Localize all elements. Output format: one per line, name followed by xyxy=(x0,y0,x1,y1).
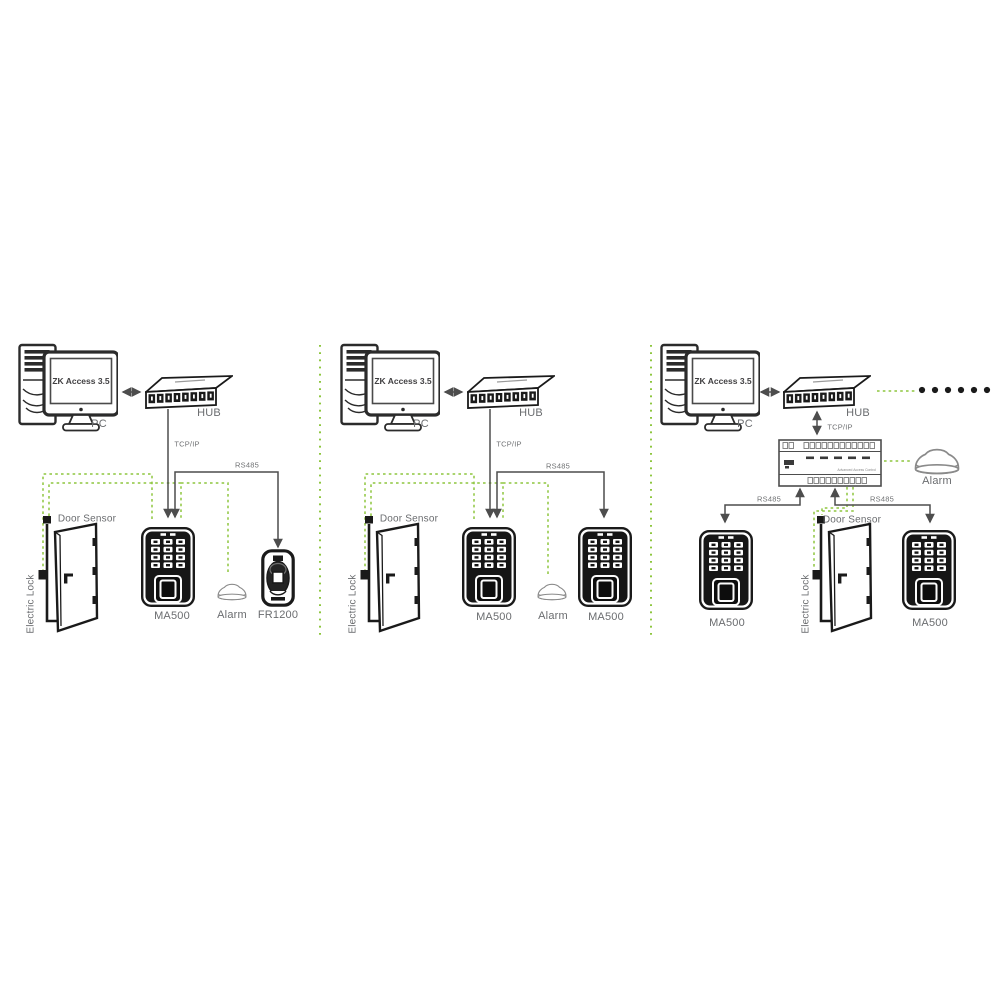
pc-label: PC xyxy=(413,418,429,430)
door-illustration xyxy=(38,515,99,633)
ma500-device xyxy=(578,527,632,607)
software-title: ZK Access 3.5 xyxy=(52,376,110,386)
ma500-label: MA500 xyxy=(709,617,745,629)
door-sensor-label: Door Sensor xyxy=(379,513,439,525)
rs485-label: RS485 xyxy=(235,460,259,470)
alarm-label: Alarm xyxy=(538,610,568,622)
pc-label: PC xyxy=(91,418,107,430)
software-title: ZK Access 3.5 xyxy=(694,376,752,386)
hub-illustration xyxy=(145,375,233,409)
hub-label: HUB xyxy=(846,407,870,419)
fr1200-reader xyxy=(261,549,295,607)
hub-illustration xyxy=(467,375,555,409)
access-controller xyxy=(778,439,882,487)
hub-label: HUB xyxy=(519,407,543,419)
tcpip-label: TCP/IP xyxy=(174,439,200,449)
rs485-label: RS485 xyxy=(870,494,894,504)
alarm-siren xyxy=(217,583,247,601)
rs485-label: RS485 xyxy=(546,461,570,471)
comm-lines xyxy=(121,387,935,549)
door-sensor-label: Door Sensor xyxy=(822,514,882,526)
panel-dividers xyxy=(319,345,652,636)
controller-caption: Advanced Access Control xyxy=(837,468,876,472)
hub-label: HUB xyxy=(197,407,221,419)
ma500-device xyxy=(699,530,753,610)
ma500-label: MA500 xyxy=(154,610,190,622)
electric-lock-label: Electric Lock xyxy=(347,574,359,634)
ma500-device xyxy=(141,527,195,607)
alarm-siren xyxy=(914,448,960,475)
alarm-siren xyxy=(537,583,567,601)
tcpip-label: TCP/IP xyxy=(827,422,853,432)
ma500-device xyxy=(462,527,516,607)
tcpip-label: TCP/IP xyxy=(496,439,522,449)
rs485-label: RS485 xyxy=(757,494,781,504)
more-devices-ellipsis xyxy=(918,386,991,394)
ma500-label: MA500 xyxy=(912,617,948,629)
alarm-label: Alarm xyxy=(217,609,247,621)
door-illustration xyxy=(812,515,873,633)
pc-label: PC xyxy=(737,418,753,430)
door-illustration xyxy=(360,515,421,633)
electric-lock-label: Electric Lock xyxy=(800,574,812,634)
ma500-label: MA500 xyxy=(588,611,624,623)
software-title: ZK Access 3.5 xyxy=(374,376,432,386)
ma500-label: MA500 xyxy=(476,611,512,623)
ma500-device xyxy=(902,530,956,610)
hub-illustration xyxy=(783,375,871,409)
fr1200-label: FR1200 xyxy=(257,609,299,621)
electric-lock-label: Electric Lock xyxy=(25,574,37,634)
alarm-label: Alarm xyxy=(922,475,952,487)
door-sensor-label: Door Sensor xyxy=(57,513,117,525)
